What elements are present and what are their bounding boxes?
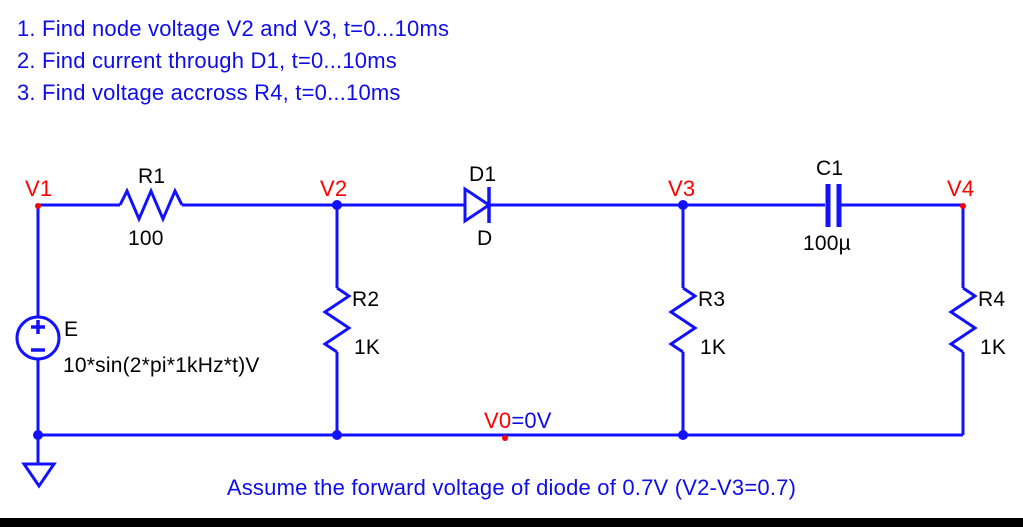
- label-r3-name: R3: [698, 288, 726, 311]
- label-r2-name: R2: [352, 288, 380, 311]
- task-line-3: 3. Find voltage accross R4, t=0...10ms: [17, 80, 401, 105]
- capacitor-c1-symbol: [825, 184, 842, 227]
- label-source-value: 10*sin(2*pi*1kHz*t)V: [63, 354, 260, 377]
- bottom-black-bar: [0, 518, 1023, 527]
- node-label-v3: V3: [668, 176, 696, 201]
- label-r2-value: 1K: [354, 336, 381, 359]
- label-r1-name: R1: [138, 165, 166, 188]
- label-r3-value: 1K: [700, 336, 727, 359]
- junction-dots: [33, 200, 688, 440]
- node-markers: [35, 203, 966, 441]
- resistor-r4-symbol: [948, 286, 978, 354]
- task-line-1: 1. Find node voltage V2 and V3, t=0...10…: [17, 16, 450, 41]
- assumption-note: Assume the forward voltage of diode of 0…: [226, 475, 797, 500]
- label-d1-value: D: [477, 227, 493, 250]
- task-line-2: 2. Find current through D1, t=0...10ms: [17, 48, 397, 73]
- ground-node-equation: =0V: [511, 408, 552, 433]
- diode-d1-symbol: [463, 186, 492, 224]
- label-source-name: E: [64, 318, 79, 341]
- ground-node-name: V0: [484, 408, 512, 433]
- node-label-v2: V2: [320, 176, 348, 201]
- node-label-v1: V1: [25, 176, 53, 201]
- resistor-r3-symbol: [668, 286, 698, 354]
- node-label-v4: V4: [947, 176, 975, 201]
- label-c1-value: 100µ: [803, 232, 851, 255]
- label-r4-name: R4: [978, 288, 1006, 311]
- ground-node-label: V0=0V: [484, 410, 552, 432]
- label-r1-value: 100: [128, 227, 164, 250]
- voltage-source-symbol: [15, 315, 61, 361]
- label-d1-name: D1: [469, 163, 497, 186]
- label-r4-value: 1K: [980, 336, 1007, 359]
- label-c1-name: C1: [816, 157, 844, 180]
- plus-icon: [31, 320, 45, 334]
- resistor-r1-symbol: [118, 187, 184, 223]
- resistor-r2-symbol: [322, 286, 352, 354]
